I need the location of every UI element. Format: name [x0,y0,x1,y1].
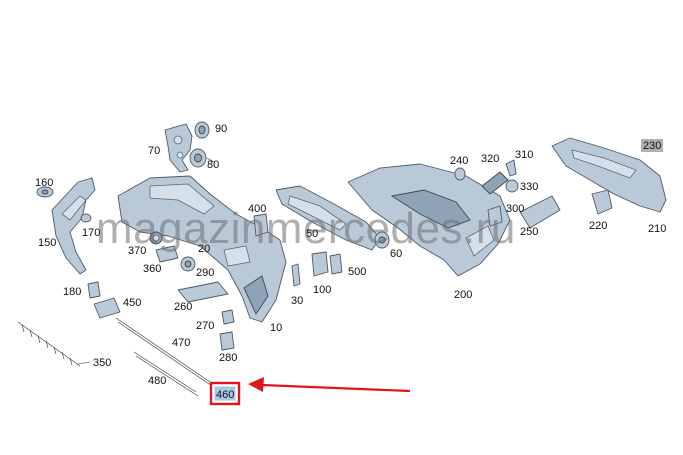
part-100-bracket [311,251,329,277]
callout-70[interactable]: 70 [148,145,160,157]
part-400-sensor [223,213,269,267]
red-arrow [248,377,411,393]
part-60-grommet [374,231,390,249]
callout-500[interactable]: 500 [348,266,366,278]
part-350-rail [17,321,91,367]
callout-230[interactable]: 230 [643,140,661,152]
part-500-plate [329,253,343,275]
callout-280[interactable]: 280 [219,352,237,364]
callout-360[interactable]: 360 [143,263,161,275]
callout-350[interactable]: 350 [93,357,111,369]
part-250-strip [519,195,561,229]
callout-210[interactable]: 210 [648,223,666,235]
part-470-harness [115,317,213,387]
part-90-grommet [194,121,210,139]
part-50-carrier [275,185,381,251]
part-220-bracket [591,189,613,215]
part-210-spoiler [551,137,667,213]
callout-250[interactable]: 250 [520,226,538,238]
callout-150[interactable]: 150 [38,237,56,249]
part-330-grommet [505,179,519,193]
part-320-plate [481,171,509,195]
part-240-cap [454,167,466,181]
part-360-bracket [155,245,179,263]
part-300-bracket [487,205,503,227]
part-310-screw [505,159,517,177]
callout-270[interactable]: 270 [196,320,214,332]
callout-330[interactable]: 330 [520,181,538,193]
part-180-plug [87,281,101,299]
red-arrow-head [248,377,264,392]
label-230-background [641,139,663,152]
callout-320[interactable]: 320 [481,153,499,165]
callout-480[interactable]: 480 [148,375,166,387]
callout-220[interactable]: 220 [589,220,607,232]
callout-260[interactable]: 260 [174,301,192,313]
callout-450[interactable]: 450 [123,297,141,309]
callout-200[interactable]: 200 [454,289,472,301]
callout-240[interactable]: 240 [450,155,468,167]
callout-50[interactable]: 50 [306,228,318,240]
callout-470[interactable]: 470 [172,337,190,349]
callout-170[interactable]: 170 [82,227,100,239]
watermark: magazinmercedes.ru [96,204,516,253]
highlight-460[interactable]: 460 [209,381,241,406]
part-450-connector [93,297,121,319]
part-480-harness [133,351,199,397]
part-80-grommet [189,148,215,168]
highlight-460-fill [214,386,236,401]
part-70-bracket [164,123,193,173]
callout-90[interactable]: 90 [215,123,227,135]
callout-60[interactable]: 60 [390,248,402,260]
callout-300[interactable]: 300 [506,203,524,215]
callout-310[interactable]: 310 [515,149,533,161]
callout-180[interactable]: 180 [63,286,81,298]
callout-80[interactable]: 80 [207,159,219,171]
part-170-clip [80,213,92,223]
part-230-label [641,139,663,152]
part-200-diffuser [347,163,511,277]
part-160-washer [36,186,54,198]
part-270-clip [221,309,235,325]
callout-400[interactable]: 400 [248,203,266,215]
callout-20[interactable]: 20 [198,243,210,255]
callout-370[interactable]: 370 [128,245,146,257]
part-20-bumper-cover [117,175,287,323]
part-290-grommet [180,256,196,272]
callout-100[interactable]: 100 [313,284,331,296]
callout-10[interactable]: 10 [270,322,282,334]
part-260-bracket [177,281,229,303]
callout-160[interactable]: 160 [35,177,53,189]
red-arrow-shaft [261,383,411,393]
callout-460[interactable]: 460 [216,389,234,401]
part-150-side-bracket [51,177,96,275]
part-30-clip [291,263,301,287]
part-280-sensor [219,331,235,351]
callout-290[interactable]: 290 [196,267,214,279]
callout-30[interactable]: 30 [291,295,303,307]
